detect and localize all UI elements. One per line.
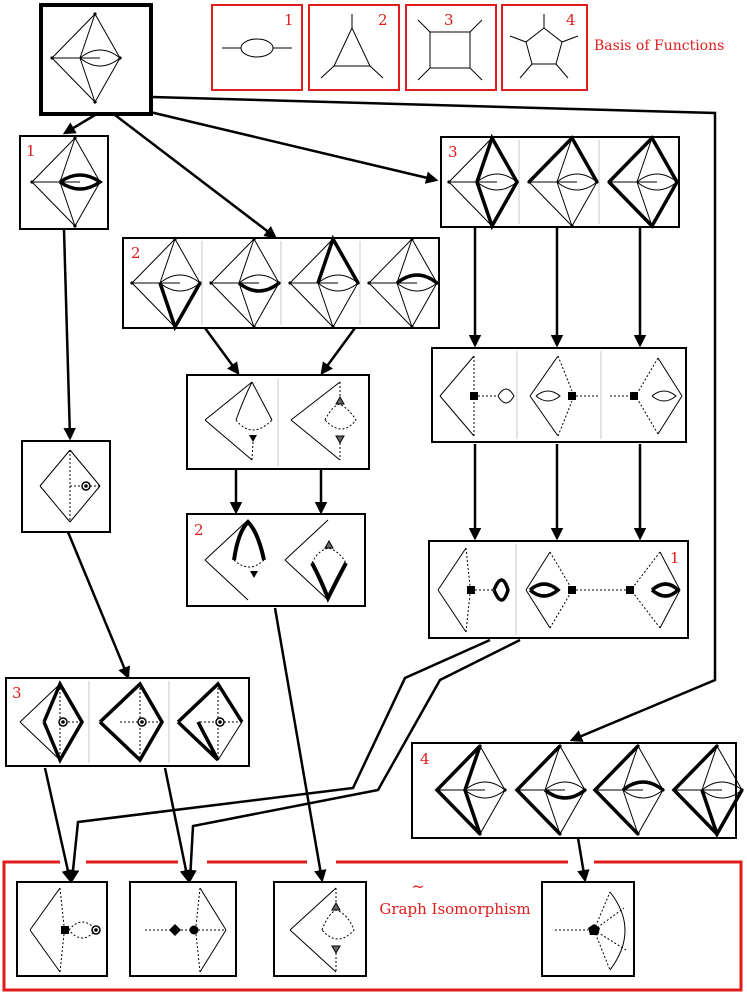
basis-title: Basis of Functions	[594, 38, 724, 54]
arrow-8-to-r2	[163, 767, 193, 883]
box-left-diagram	[39, 449, 101, 523]
isomorphism-frame: ~ Graph Isomorphism	[2, 860, 743, 992]
box-7-diagram-b	[525, 551, 681, 629]
box-9: 4	[411, 742, 745, 839]
arrow-to-box-8	[66, 531, 130, 680]
result-diagram-3	[289, 887, 355, 973]
box-8-diagram-a	[19, 680, 85, 764]
box-8-diagram-c	[176, 681, 244, 762]
basis-number-2: 2	[378, 11, 388, 29]
arrows	[43, 95, 717, 883]
result-box-3	[273, 881, 367, 977]
box-1: 1	[19, 135, 109, 230]
basis-panel: 1 2 3	[211, 4, 724, 91]
box-9-number: 4	[420, 750, 430, 768]
arrow-root-to-1	[62, 113, 96, 135]
box-6	[431, 347, 687, 443]
box-3: 3	[440, 133, 680, 231]
result-box-1	[16, 881, 108, 977]
arrow-2-to-4b	[320, 327, 357, 376]
basis-number-1: 1	[284, 11, 294, 29]
basis-item-1: 1	[211, 4, 303, 91]
result-diagram-4	[555, 891, 627, 971]
box-7-diagram-a	[437, 547, 510, 633]
pentagon-graph-icon	[509, 14, 579, 79]
isomorphism-label: Graph Isomorphism	[379, 900, 530, 918]
basis-item-3: 3	[405, 4, 497, 91]
root-diagram-box	[39, 3, 153, 116]
box-graph-icon	[417, 19, 483, 81]
result-diagram-2	[145, 887, 227, 973]
box-5-diagram-a	[204, 519, 266, 601]
box-5-number: 2	[194, 521, 204, 539]
arrow-1-down	[62, 229, 76, 441]
box-7-number: 1	[670, 549, 680, 567]
box-6-diagram-c	[610, 357, 683, 435]
result-diagram-1	[29, 887, 101, 973]
basis-number-4: 4	[566, 11, 576, 29]
arrow-5-to-r3	[273, 607, 327, 883]
box-6-diagram-b	[529, 355, 598, 437]
box-5-diagram-b	[284, 519, 348, 603]
basis-item-2: 2	[308, 4, 400, 91]
box-8-diagram-b	[98, 681, 165, 763]
arrow-7-to-r1	[66, 638, 491, 883]
arrow-root-to-4	[151, 95, 717, 742]
box-1-number: 1	[26, 142, 36, 160]
arrow-7-to-r2	[184, 638, 521, 883]
box-4	[186, 374, 370, 470]
bubble-graph-icon	[222, 38, 292, 58]
box-5: 2	[186, 513, 366, 607]
basis-number-3: 3	[444, 11, 454, 29]
box-2-number: 2	[131, 244, 141, 262]
basis-item-4: 4	[501, 4, 588, 91]
box-left-reduced	[21, 440, 111, 533]
arrow-2-to-4a	[203, 327, 240, 376]
arrow-root-to-3	[149, 110, 439, 184]
box-8-number: 3	[12, 684, 22, 702]
box-8: 3	[5, 677, 250, 767]
box-4-diagram-a	[204, 381, 273, 461]
arrow-8-to-r1	[43, 767, 74, 883]
result-box-2	[129, 881, 237, 977]
arrow-9-to-r4	[576, 837, 590, 883]
box-4-diagram-b	[290, 381, 357, 461]
box-3-number: 3	[448, 143, 458, 161]
box-2: 2	[122, 234, 440, 332]
box-7: 1	[428, 540, 689, 639]
isomorphism-tilde: ~	[411, 877, 424, 896]
triangle-graph-icon	[320, 14, 384, 79]
result-box-4	[541, 881, 635, 977]
arrow-root-to-2	[114, 114, 277, 239]
